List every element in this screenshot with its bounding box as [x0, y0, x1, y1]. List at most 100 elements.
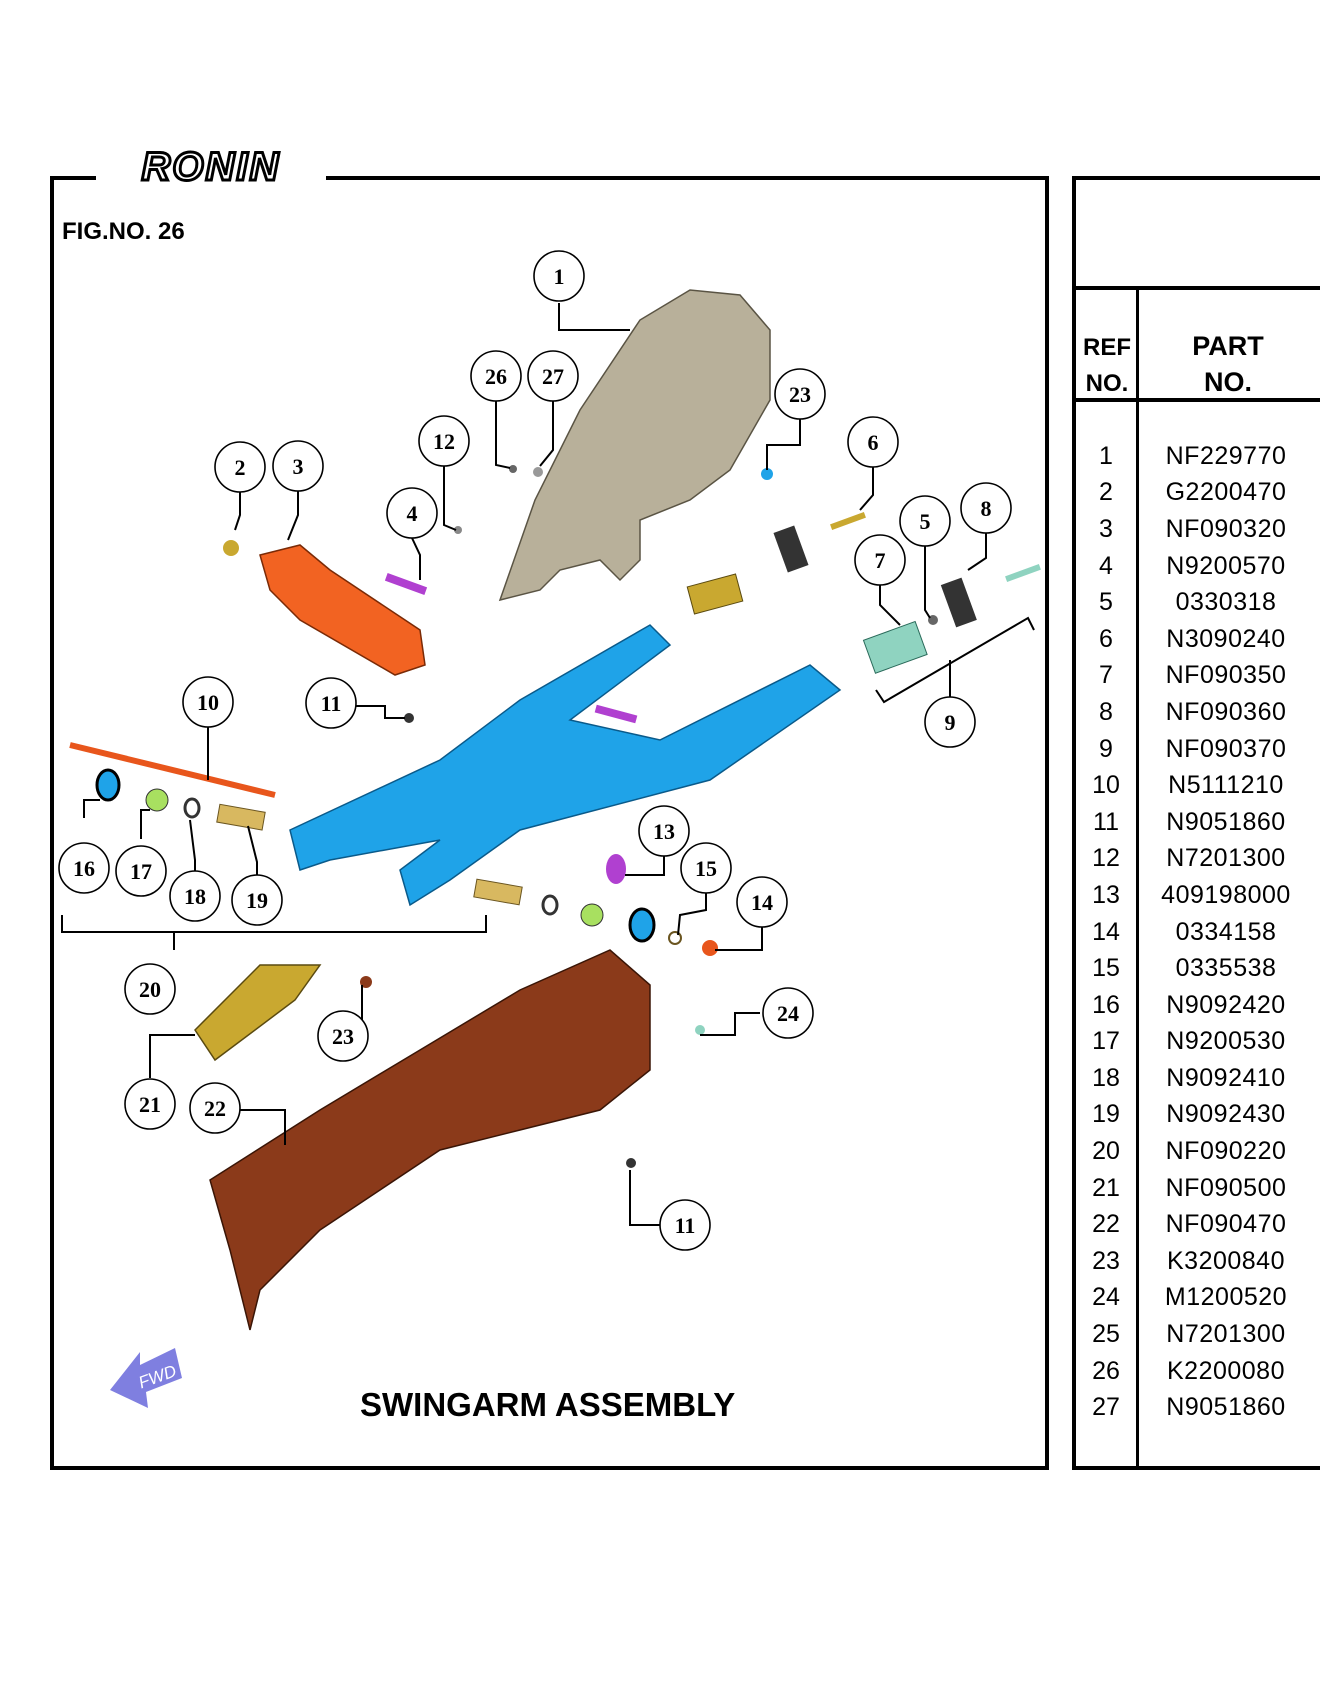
part-number: NF090320 [1165, 514, 1287, 543]
callout-17: 17 [115, 845, 167, 897]
table-header-bottom-rule [1072, 398, 1320, 402]
svg-text:14: 14 [751, 890, 773, 915]
part-number: 409198000 [1161, 880, 1291, 909]
ref-number: 10 [1092, 771, 1120, 800]
callout-3: 3 [272, 440, 324, 492]
washer-15 [668, 931, 682, 945]
part-number: N9051860 [1166, 807, 1286, 836]
ref-number: 21 [1092, 1173, 1120, 1202]
callout-19: 19 [231, 874, 283, 926]
ref-number: 2 [1099, 478, 1113, 507]
callout-22: 22 [189, 1082, 241, 1134]
table-column-divider [1136, 288, 1139, 1470]
svg-text:2: 2 [235, 455, 246, 480]
collar-19b [473, 878, 523, 906]
ref-number: 3 [1099, 514, 1113, 543]
logo-wordmark: RONIN [142, 145, 281, 189]
ref-number: 7 [1099, 661, 1113, 690]
nut-14 [702, 940, 718, 956]
table-row: 5 0330318 [1076, 584, 1320, 621]
swingarm [289, 624, 842, 907]
part-number: NF090370 [1165, 734, 1287, 763]
bushing-17 [145, 788, 169, 812]
callout-10: 10 [182, 676, 234, 728]
part-number: K3200840 [1166, 1246, 1285, 1275]
diagram-frame [50, 176, 1049, 1470]
callout-16: 16 [58, 842, 110, 894]
svg-text:11: 11 [321, 691, 342, 716]
svg-text:23: 23 [332, 1024, 354, 1049]
callout-23: 23 [774, 368, 826, 420]
nut-11b [626, 1158, 636, 1168]
washer-27 [533, 467, 543, 477]
svg-text:27: 27 [542, 364, 564, 389]
washer-18 [183, 797, 201, 819]
rear-fender [498, 289, 771, 602]
ref-number: 12 [1092, 844, 1120, 873]
callout-24: 24 [762, 987, 814, 1039]
callout-4: 4 [386, 487, 438, 539]
callout-23: 23 [317, 1010, 369, 1062]
ref-number: 18 [1092, 1063, 1120, 1092]
svg-text:23: 23 [789, 382, 811, 407]
clip-23 [761, 468, 773, 480]
part-number: NF090220 [1165, 1137, 1287, 1166]
chain-guard [209, 949, 651, 1331]
part-number: G2200470 [1165, 478, 1287, 507]
bolt-right [1005, 564, 1041, 582]
ref-number: 4 [1099, 551, 1113, 580]
ref-number: 5 [1099, 588, 1113, 617]
bushing-right [580, 903, 604, 927]
callout-21: 21 [124, 1078, 176, 1130]
ronin-logo: RONIN [96, 138, 326, 198]
callout-13: 13 [638, 805, 690, 857]
callout-27: 27 [527, 350, 579, 402]
part-number: 0330318 [1175, 588, 1277, 617]
part-number: N3090240 [1166, 624, 1286, 653]
ref-number: 1 [1099, 441, 1113, 470]
table-row: 10 N5111210 [1076, 767, 1320, 804]
svg-text:13: 13 [653, 819, 675, 844]
svg-text:10: 10 [197, 690, 219, 715]
part-number: N5111210 [1168, 771, 1284, 800]
adjuster-plate-8 [940, 577, 977, 628]
ref-number: 14 [1092, 917, 1120, 946]
callout-2: 2 [214, 441, 266, 493]
callout-11: 11 [305, 677, 357, 729]
svg-text:24: 24 [777, 1001, 799, 1026]
rear-axle [69, 742, 276, 798]
svg-text:5: 5 [920, 509, 931, 534]
callout-26: 26 [470, 350, 522, 402]
part-number: NF090500 [1165, 1173, 1287, 1202]
figure-number: FIG.NO. 26 [62, 218, 185, 245]
callout-20: 20 [124, 963, 176, 1015]
svg-text:12: 12 [433, 429, 455, 454]
nut-11 [404, 713, 414, 723]
part-number: 0334158 [1175, 917, 1277, 946]
ref-number: 27 [1092, 1393, 1120, 1422]
callout-6: 6 [847, 416, 899, 468]
svg-text:6: 6 [868, 430, 879, 455]
part-number: N9092430 [1166, 1100, 1286, 1129]
callout-1: 1 [533, 250, 585, 302]
ref-number: 6 [1099, 624, 1113, 653]
part-number: 0335538 [1175, 954, 1277, 983]
svg-text:21: 21 [139, 1092, 161, 1117]
table-row: 21 NF090500 [1076, 1170, 1320, 1207]
collar-19 [216, 803, 266, 831]
bolt-24 [695, 1025, 705, 1035]
chain-adjuster-7 [862, 620, 928, 674]
